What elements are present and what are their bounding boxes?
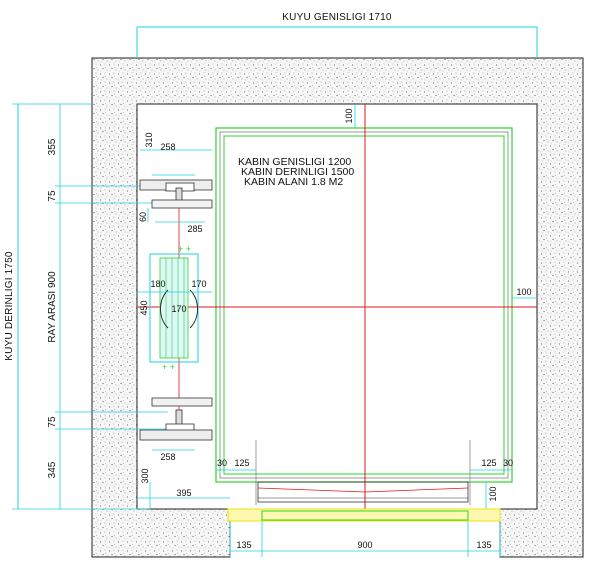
cabin-info: KABIN GENISLIGI 1200 KABIN DERINLIGI 150… — [238, 156, 354, 188]
counterweight: + + + + 180 170 170 450 — [137, 244, 212, 372]
cw-170-center-label: 170 — [171, 304, 186, 314]
cabin-width-text: KABIN GENISLIGI 1200 — [238, 156, 351, 168]
right-clear-label: 100 — [516, 287, 531, 297]
left-dim-75-top: 75 — [47, 190, 58, 202]
cw-450-label: 450 — [139, 300, 149, 315]
bracket-60-label: 60 — [138, 212, 148, 222]
cabin-area-text: KABIN ALANI 1.8 M2 — [244, 176, 343, 188]
cabin-inner — [223, 135, 505, 475]
rail-310-label: 310 — [144, 132, 154, 147]
cw-170-right-label: 170 — [191, 279, 206, 289]
left-dim-75-bottom: 75 — [47, 416, 58, 428]
bottom-135-left-label: 135 — [236, 540, 251, 550]
guide-rail-top: 310 258 60 285 — [138, 132, 213, 234]
left-dim-355: 355 — [47, 138, 58, 155]
door-125-right-label: 125 — [481, 458, 496, 468]
door-30-right-label: 30 — [503, 458, 513, 468]
bottom-clear-label: 100 — [488, 486, 498, 501]
top-clear-label: 100 — [344, 108, 354, 123]
bottom-900-label: 900 — [357, 540, 372, 550]
rail-span-label: RAY ARASI 900 — [47, 271, 58, 343]
shaft-width-dimension: KUYU GENISLIGI 1710 — [136, 12, 538, 58]
bottom-dimensions: 135 900 135 — [229, 521, 501, 557]
sill-395-label: 395 — [176, 488, 191, 498]
left-dim-345: 345 — [47, 461, 58, 478]
shaft-width-label: KUYU GENISLIGI 1710 — [282, 12, 392, 23]
door-30-left-label: 30 — [217, 458, 227, 468]
shaft-depth-dimension: KUYU DERINLIGI 1750 — [4, 103, 150, 510]
rail-258-bottom-label: 258 — [160, 452, 175, 462]
shaft-depth-label: KUYU DERINLIGI 1750 — [4, 251, 15, 361]
left-segment-dimensions: 355 75 RAY ARASI 900 75 345 — [47, 104, 168, 509]
rail-258-top-label: 258 — [160, 142, 175, 152]
cw-180-label: 180 — [150, 279, 165, 289]
bottom-135-right-label: 135 — [476, 540, 491, 550]
cw-plus-bottom: + + — [162, 362, 175, 372]
cw-plus-top: + + — [178, 244, 191, 254]
cw-285-label: 285 — [187, 224, 202, 234]
cabin-wall — [219, 131, 509, 479]
sill-300-label: 300 — [140, 468, 150, 483]
cabin-depth-text: KABIN DERINLIGI 1500 — [241, 166, 354, 178]
clearance-dimensions: 100 100 100 — [344, 104, 537, 509]
door-assembly: 30 125 125 30 300 395 — [137, 440, 513, 522]
guide-rail-bottom: 258 — [139, 397, 213, 462]
door-125-left-label: 125 — [234, 458, 249, 468]
